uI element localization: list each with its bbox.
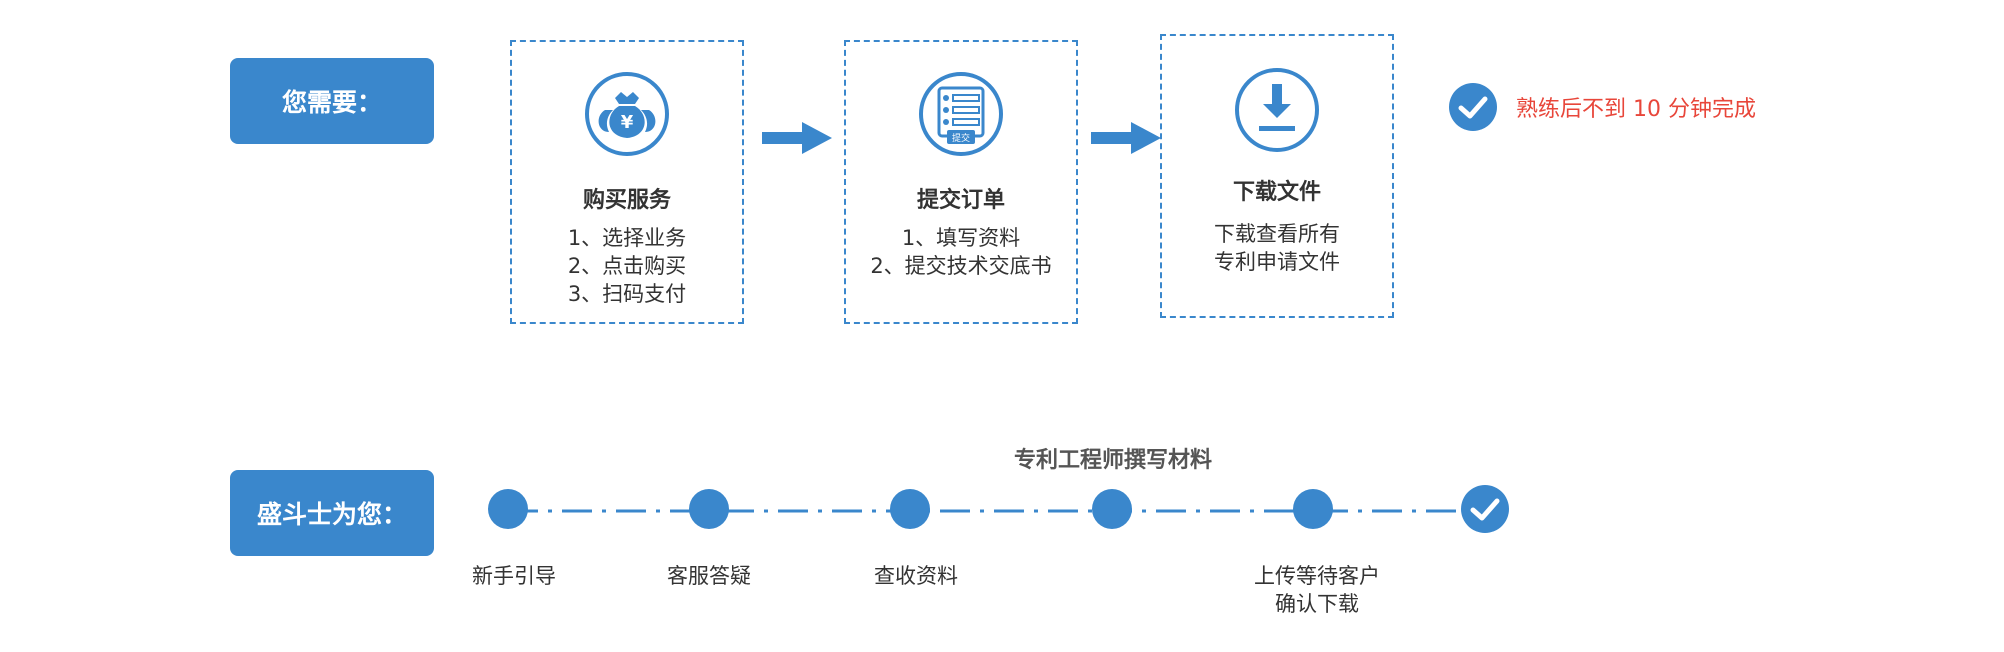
step-title: 提交订单: [916, 188, 1005, 213]
svg-text:¥: ¥: [621, 112, 634, 133]
timeline-dot: [689, 489, 729, 529]
step-line: 专利申请文件: [1214, 250, 1340, 274]
step-title: 购买服务: [582, 188, 671, 213]
step-line: 1、填写资料: [901, 226, 1021, 250]
timeline-label: 查收资料: [874, 564, 958, 588]
timeline-label-line: 上传等待客户: [1254, 564, 1380, 588]
timeline-label-line: 确认下载: [1275, 592, 1359, 616]
check-circle-icon: [1449, 83, 1497, 131]
step-line: 3、扫码支付: [567, 282, 687, 306]
you-need-label: 您需要：: [230, 58, 434, 144]
step-line: 下载查看所有: [1214, 222, 1340, 246]
arrow-right-icon: [762, 122, 832, 154]
timeline-dot: [1092, 489, 1132, 529]
we-do-label: 盛斗士为您：: [230, 470, 434, 556]
step-line: 1、选择业务: [567, 226, 687, 250]
finish-note-text: 熟练后不到 10 分钟完成: [1516, 97, 1756, 122]
order-list-icon: 提交: [919, 72, 1003, 156]
finish-note: 熟练后不到 10 分钟完成: [1448, 82, 1756, 132]
timeline-label: 客服答疑: [667, 564, 751, 588]
check-circle-icon: [1461, 485, 1509, 533]
step-lines: 1、填写资料 2、提交技术交底书: [870, 224, 1051, 280]
timeline-dot: [1293, 489, 1333, 529]
timeline-label: 上传等待客户 确认下载: [1254, 562, 1380, 618]
timeline-line: [508, 509, 1488, 513]
download-icon: [1235, 68, 1319, 152]
timeline-dot: [488, 489, 528, 529]
icon-caption: 提交: [952, 132, 970, 144]
money-bag-icon: ¥: [585, 72, 669, 156]
timeline-dot: [890, 489, 930, 529]
engineer-note: 专利工程师撰写材料: [1013, 448, 1213, 473]
timeline-label: 新手引导: [472, 564, 556, 588]
step-line: 2、点击购买: [567, 254, 687, 278]
you-need-text: 您需要：: [281, 88, 382, 117]
step-title: 下载文件: [1232, 180, 1321, 205]
step-lines: 下载查看所有 专利申请文件: [1214, 220, 1340, 276]
step-line: 2、提交技术交底书: [870, 254, 1052, 278]
step-download-file: 下载文件 下载查看所有 专利申请文件: [1160, 34, 1394, 318]
step-buy-service: ¥ 购买服务 1、选择业务 2、点击购买 3、扫码支付: [510, 40, 744, 324]
step-lines: 1、选择业务 2、点击购买 3、扫码支付: [568, 224, 686, 308]
arrow-right-icon: [1091, 122, 1161, 154]
we-do-text: 盛斗士为您：: [256, 500, 407, 529]
step-submit-order: 提交 提交订单 1、填写资料 2、提交技术交底书: [844, 40, 1078, 324]
